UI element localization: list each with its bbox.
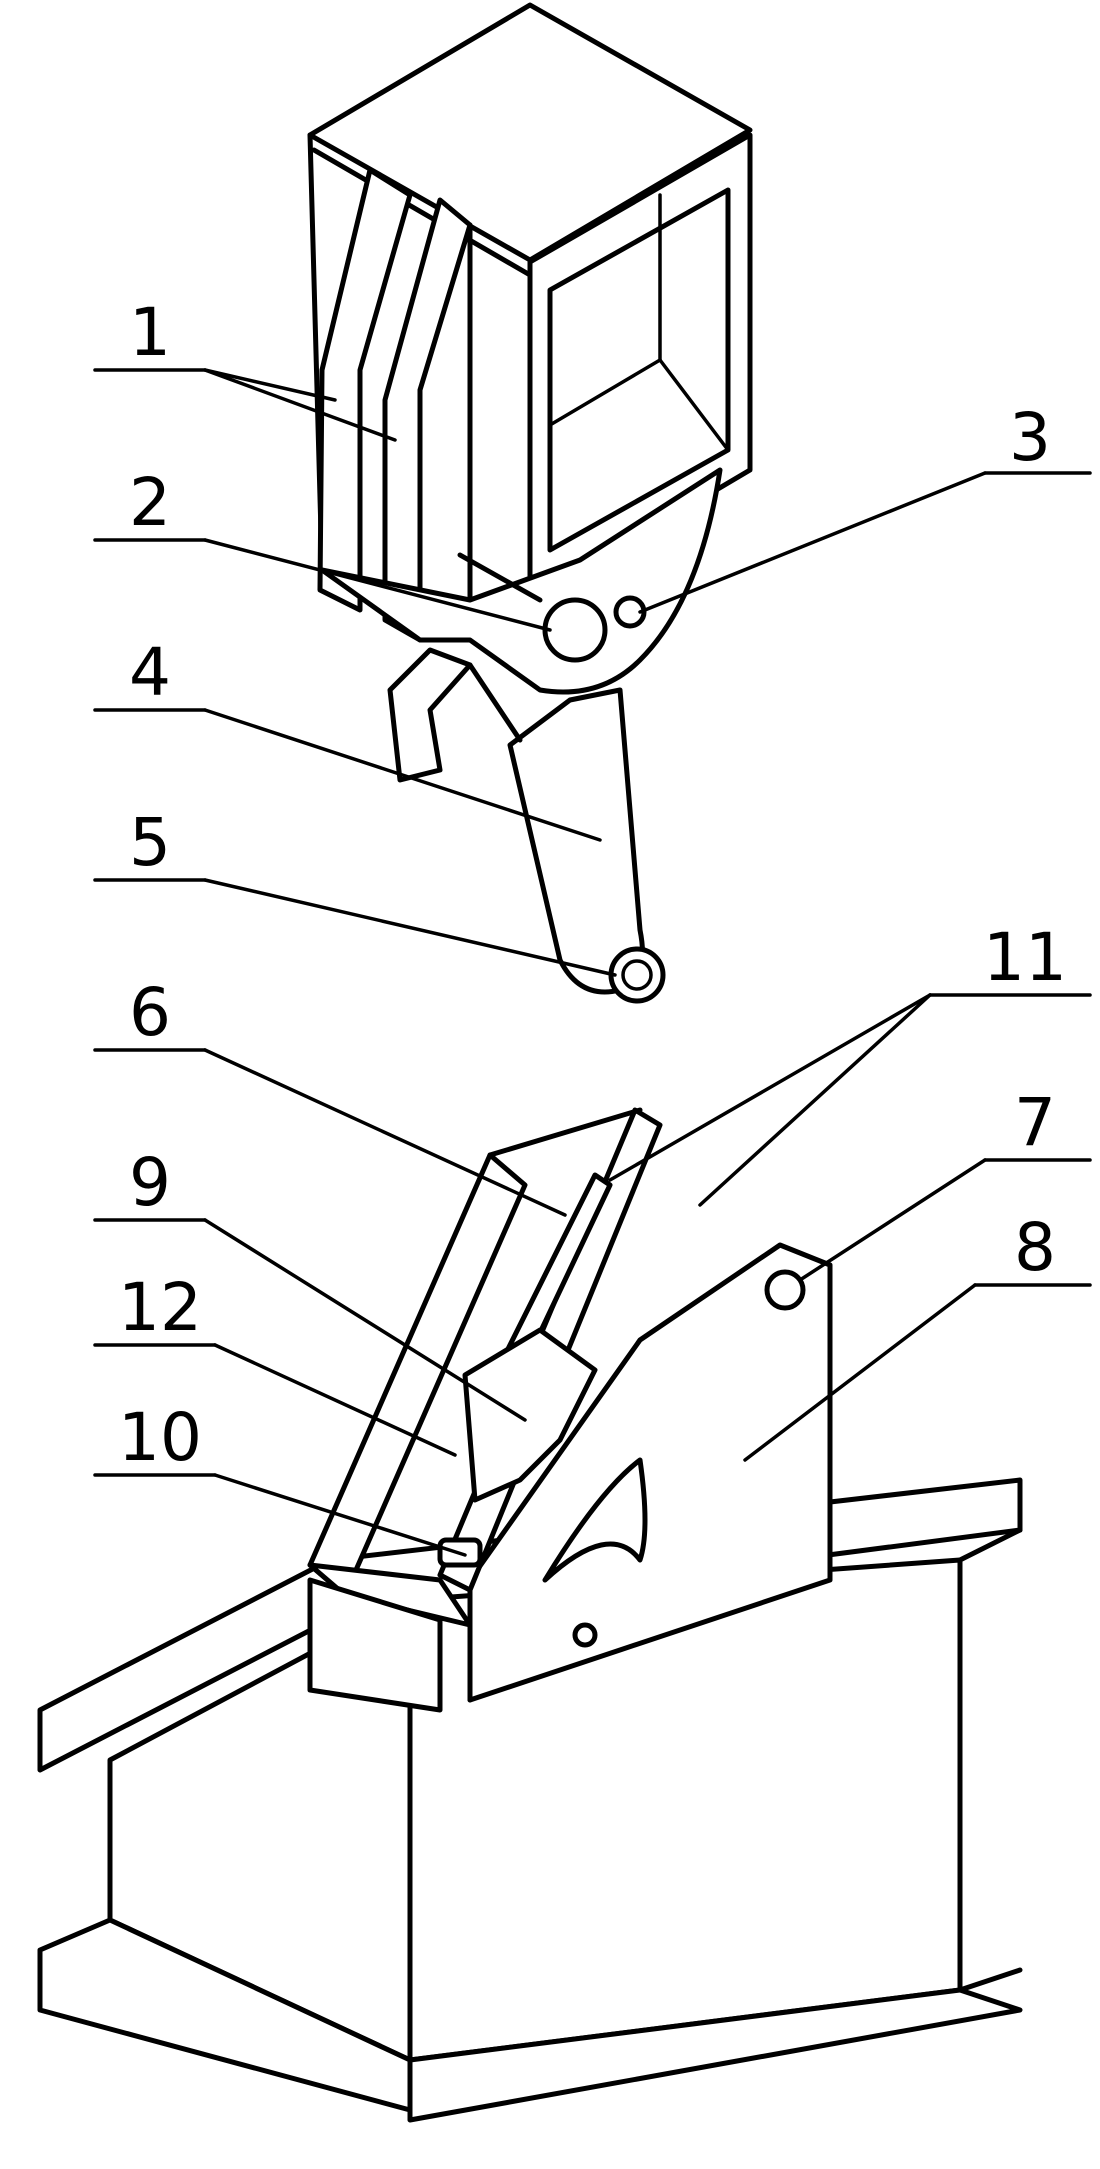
callout-4: 4 (93, 634, 602, 842)
callout-2-label: 2 (129, 464, 171, 541)
small-hole (572, 1622, 598, 1648)
callout-6-label: 6 (129, 974, 171, 1051)
hub-plate (319, 467, 723, 695)
jaw-cutout (542, 1457, 648, 1583)
callout-10: 10 (93, 1399, 467, 1557)
callout-12: 12 (93, 1269, 457, 1457)
lower-assembly (37, 1107, 1023, 2123)
callout-3: 3 (638, 399, 1092, 614)
callout-5: 5 (93, 804, 617, 977)
callout-11: 11 (608, 919, 1092, 1207)
callout-5-label: 5 (129, 804, 171, 881)
callout-2: 2 (93, 464, 552, 632)
callout-12-label: 12 (118, 1269, 202, 1346)
callout-3-label: 3 (1009, 399, 1051, 476)
callout-8-label: 8 (1014, 1209, 1056, 1286)
callout-11-label: 11 (983, 919, 1067, 996)
latch-piece (462, 1327, 598, 1503)
callout-6: 6 (93, 974, 567, 1217)
callout-4-label: 4 (129, 634, 171, 711)
pin-2 (542, 597, 608, 663)
upper-assembly (307, 2, 753, 1004)
pin-5 (608, 946, 666, 1004)
callout-7-label: 7 (1014, 1084, 1056, 1161)
side-plates (317, 167, 473, 643)
left-plate (307, 1577, 443, 1713)
callout-1-label: 1 (129, 294, 171, 371)
callout-7: 7 (798, 1084, 1092, 1282)
box-top-rim (311, 147, 533, 278)
callouts: 1 2 3 4 5 6 (93, 294, 1092, 1557)
pin-7 (764, 1269, 806, 1311)
callout-1: 1 (93, 294, 397, 442)
callout-10-label: 10 (118, 1399, 202, 1476)
callout-8: 8 (743, 1209, 1092, 1462)
callout-9: 9 (93, 1144, 527, 1422)
callout-9-label: 9 (129, 1144, 171, 1221)
lever-arm (387, 647, 666, 1004)
